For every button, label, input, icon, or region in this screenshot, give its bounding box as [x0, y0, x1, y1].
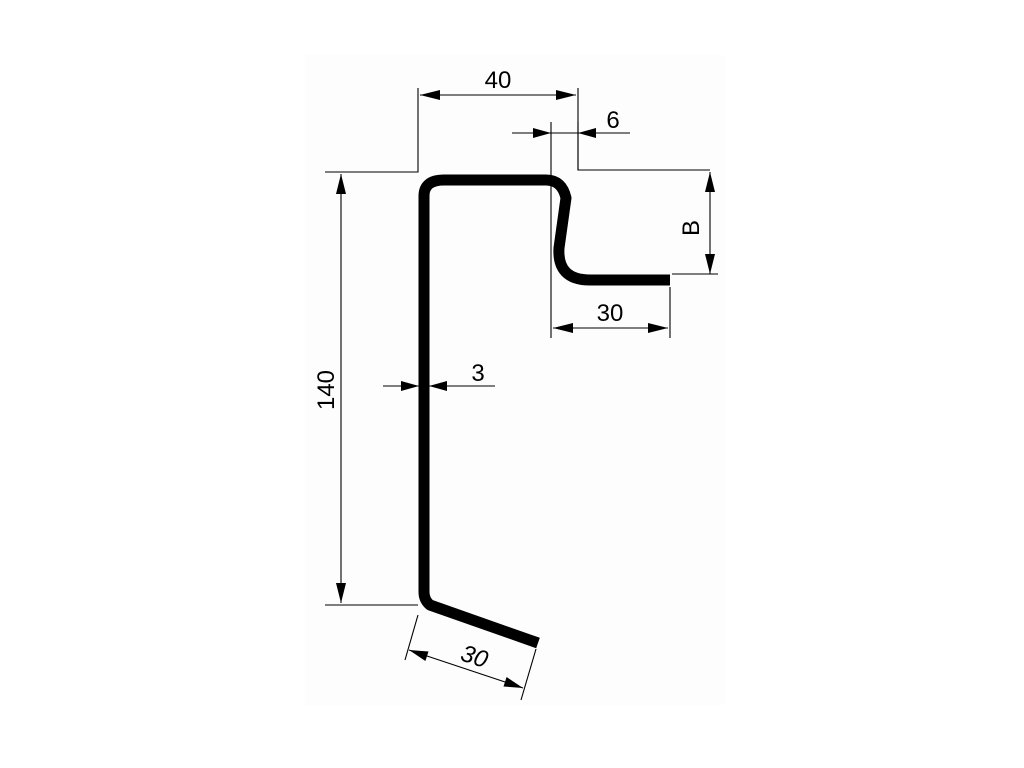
dimension-label-40: 40 [485, 67, 512, 94]
arrow-right [556, 90, 576, 100]
dimension-thickness: 3 [383, 360, 495, 391]
arrow-left [533, 128, 551, 138]
arrow-bottom [705, 254, 715, 274]
arrow-top [705, 172, 715, 192]
dimension-label-140: 140 [313, 370, 340, 410]
dimension-lip-length: 30 [550, 272, 671, 338]
extension-line-right [520, 648, 537, 701]
arrow-right [503, 677, 523, 688]
paper-background [305, 55, 725, 705]
dimension-lip-offset: 6 [512, 107, 710, 272]
dimension-top-width: 40 [325, 67, 579, 173]
extension-line-outer [577, 122, 710, 171]
dimension-label-6: 6 [606, 107, 619, 134]
dimension-height: 140 [313, 174, 418, 606]
arrow-left [409, 650, 429, 661]
steel-profile-section [418, 174, 670, 649]
dimension-lip-height: B [672, 172, 718, 275]
extension-line-left [404, 614, 419, 661]
dimension-label-3: 3 [471, 360, 484, 387]
arrow-right [429, 381, 447, 391]
extension-line-left [325, 88, 419, 173]
dimension-label-b: B [678, 220, 705, 236]
arrow-left [553, 323, 573, 333]
arrow-right [578, 128, 596, 138]
arrow-bottom [336, 583, 346, 603]
dimension-label-30-lip: 30 [597, 300, 624, 327]
arrow-left [420, 90, 440, 100]
arrow-right [648, 323, 668, 333]
dimension-line [408, 649, 524, 689]
arrow-left [401, 381, 419, 391]
arrow-top [336, 174, 346, 194]
